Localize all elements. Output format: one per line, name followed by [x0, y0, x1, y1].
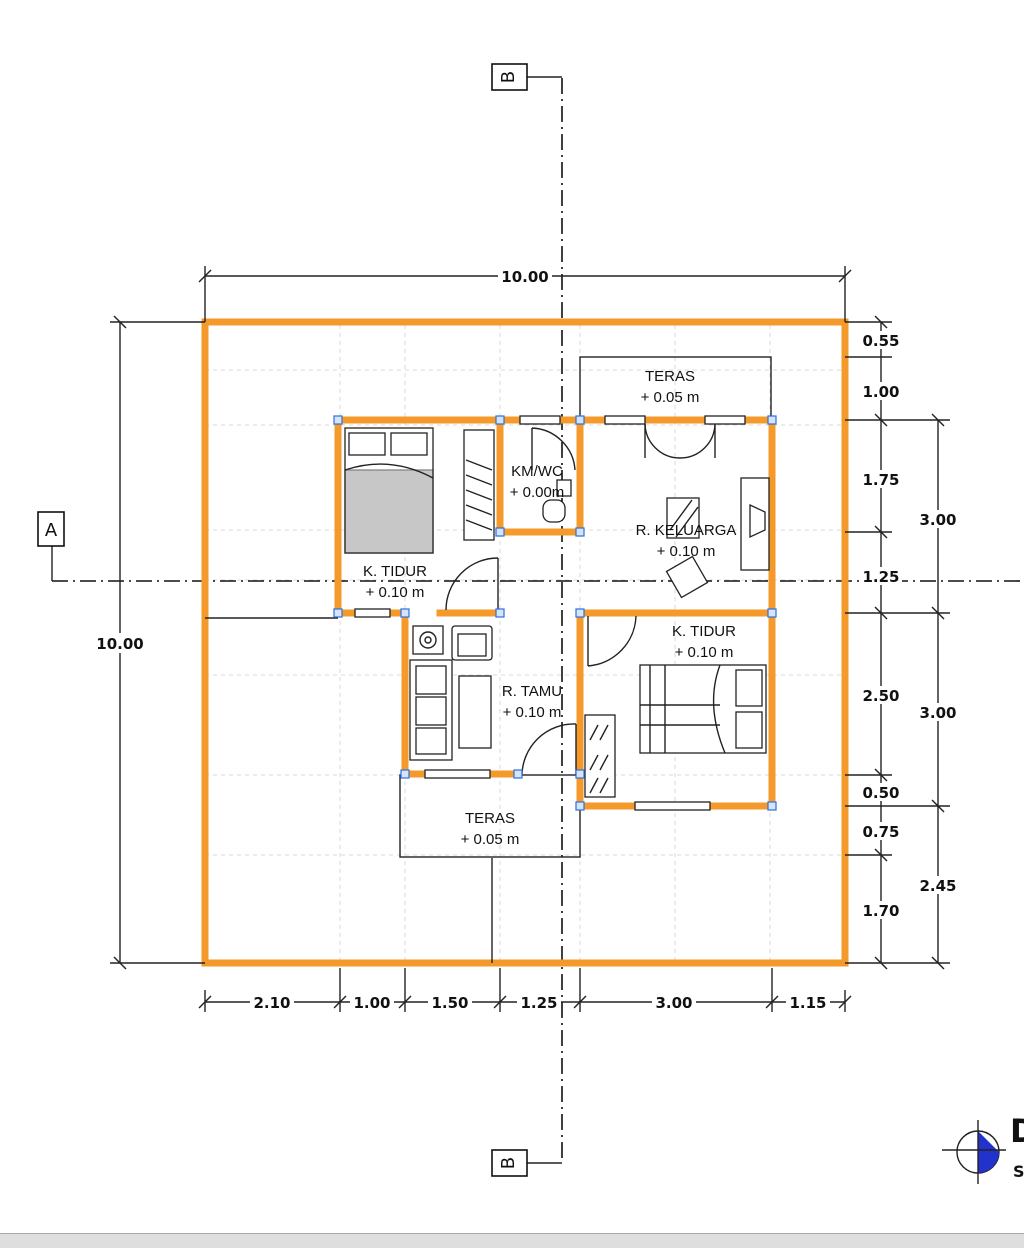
dim-bottom-1: 2.10	[253, 994, 290, 1012]
dimensions: 10.00 10.00 2.10 1.00 1.50 1.25 3.	[92, 266, 960, 1012]
windows	[354, 415, 746, 811]
room-level-bedroom-left: + 0.10 m	[366, 584, 425, 601]
sofa-icon	[409, 659, 453, 761]
section-marker-a	[37, 511, 65, 547]
dim-bottom-6: 1.15	[789, 994, 826, 1012]
section-marker-b-bottom	[491, 1149, 528, 1177]
room-name-bedroom-right: K. TIDUR	[672, 623, 736, 640]
section-line-b: B B	[491, 63, 563, 1177]
dim-right-7: 0.75	[862, 823, 899, 841]
room-level-km-wc: + 0.00m	[510, 484, 565, 501]
dim-right-6: 0.50	[862, 784, 899, 802]
room-name-living-room: R. TAMU	[502, 683, 562, 700]
bed-right-icon	[639, 664, 767, 754]
armchair-icon	[665, 555, 709, 599]
room-name-km-wc: KM/WC	[511, 463, 563, 480]
dim-right-1: 0.55	[862, 332, 899, 350]
coffee-table-icon	[666, 497, 700, 539]
dim-bottom-4: 1.25	[520, 994, 557, 1012]
wardrobe-left-icon	[463, 429, 495, 541]
bed-left-icon	[344, 427, 434, 554]
tv-cabinet-icon	[740, 477, 770, 571]
chair-icon	[451, 625, 493, 661]
section-marker-b-top	[491, 63, 528, 91]
doors	[445, 423, 716, 777]
section-label-a: A	[45, 520, 58, 541]
title-sub-letter: S	[1013, 1162, 1024, 1181]
dim-right-outer-2: 3.00	[919, 704, 956, 722]
room-name-bedroom-left: K. TIDUR	[363, 563, 427, 580]
dim-right-2: 1.00	[862, 383, 899, 401]
site-boundary	[201, 318, 849, 967]
room-level-living-room: + 0.10 m	[503, 704, 562, 721]
section-label-b-bottom: B	[498, 1157, 519, 1169]
toilet-icon	[542, 479, 572, 523]
furniture	[344, 427, 770, 798]
table-icon	[458, 675, 492, 749]
bottom-bar	[0, 1233, 1024, 1248]
room-level-terrace-front: + 0.05 m	[461, 831, 520, 848]
dim-right-3: 1.75	[862, 471, 899, 489]
dim-top-total: 10.00	[501, 268, 548, 286]
room-level-bedroom-right: + 0.10 m	[675, 644, 734, 661]
column-markers	[333, 415, 777, 811]
dim-left-total: 10.00	[96, 635, 143, 653]
north-symbol-icon	[942, 1120, 1006, 1184]
dim-bottom-2: 1.00	[353, 994, 390, 1012]
room-name-terrace-back: TERAS	[645, 368, 695, 385]
dim-right-4: 1.25	[862, 568, 899, 586]
wardrobe-right-icon	[584, 714, 616, 798]
dim-right-outer-3: 2.45	[919, 877, 956, 895]
dim-right-5: 2.50	[862, 687, 899, 705]
dim-right-outer-1: 3.00	[919, 511, 956, 529]
room-name-terrace-front: TERAS	[465, 810, 515, 827]
section-label-b-top: B	[498, 71, 519, 83]
stove-icon	[412, 625, 444, 655]
room-level-terrace-back: + 0.05 m	[641, 389, 700, 406]
room-labels: TERAS + 0.05 m KM/WC + 0.00m R. KELUARGA…	[363, 368, 736, 848]
dim-right-8: 1.70	[862, 902, 899, 920]
dim-bottom-5: 3.00	[655, 994, 692, 1012]
room-level-family-room: + 0.10 m	[657, 543, 716, 560]
room-name-family-room: R. KELUARGA	[636, 522, 737, 539]
section-line-a: A	[37, 511, 1024, 582]
title-letter: D	[1010, 1112, 1024, 1150]
dim-bottom-3: 1.50	[431, 994, 468, 1012]
